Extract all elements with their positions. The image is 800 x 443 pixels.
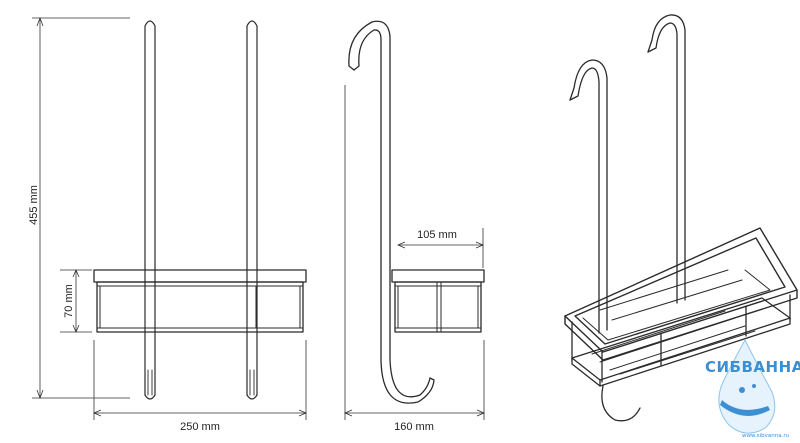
iso-basket-rim bbox=[564, 227, 798, 361]
front-view bbox=[93, 20, 307, 400]
iso-front-rod bbox=[569, 59, 608, 334]
sibvanna-logo: СИБВАННА www.sibvanna.ru bbox=[705, 338, 800, 439]
logo-name: СИБВАННА bbox=[705, 358, 800, 376]
front-right-rod bbox=[246, 20, 258, 400]
front-left-rod bbox=[144, 20, 156, 400]
label-depth-side: 160 mm bbox=[394, 421, 434, 433]
side-rod bbox=[348, 20, 435, 404]
bathtub-icon bbox=[720, 400, 770, 416]
label-hook-offset: 105 mm bbox=[417, 229, 457, 241]
dimension-width-front: 250 mm bbox=[92, 340, 308, 433]
label-height-total: 455 mm bbox=[28, 185, 40, 225]
label-width-front: 250 mm bbox=[180, 421, 220, 433]
label-height-basket: 70 mm bbox=[63, 284, 75, 318]
iso-basket-posts bbox=[571, 294, 791, 383]
dimension-height-basket: 70 mm bbox=[60, 268, 92, 334]
iso-basket-inner bbox=[582, 269, 771, 341]
water-drop-icon bbox=[718, 338, 776, 434]
logo-url: www.sibvanna.ru bbox=[742, 433, 789, 439]
dimension-height-total: 455 mm bbox=[28, 16, 130, 400]
iso-lower-hook bbox=[601, 385, 641, 422]
side-basket bbox=[391, 269, 485, 333]
iso-rear-rod bbox=[647, 14, 686, 304]
logo-dot-icon bbox=[739, 387, 745, 393]
side-view bbox=[348, 20, 485, 404]
perspective-view bbox=[564, 14, 798, 422]
dimension-hook-offset: 105 mm bbox=[396, 228, 485, 268]
front-basket bbox=[93, 269, 307, 333]
logo-dot-small-icon bbox=[752, 384, 756, 388]
dimension-depth-side: 160 mm bbox=[343, 85, 486, 433]
